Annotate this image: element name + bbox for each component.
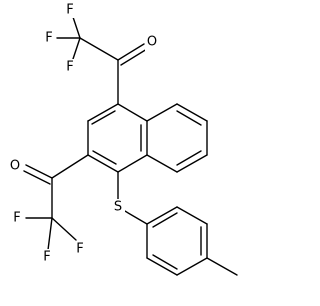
bond-cf3-f5 (47, 217, 53, 251)
bond-carbonyl-o-lower-b (23, 170, 51, 185)
atom-f3: F (64, 59, 78, 75)
atom-o1: O (145, 35, 160, 51)
atom-o2-label: O (10, 159, 20, 174)
bond-carbonyl-o-upper-a (117, 43, 145, 61)
bond-tolyl-c2-c3 (176, 206, 208, 225)
bond-ring-c3-c3-inner (91, 110, 116, 125)
bond-ring-carbonyl-lower (51, 154, 89, 179)
bond-cf3-f6 (51, 217, 77, 241)
bond-ring-c7-c8 (176, 154, 208, 173)
atom-f1: F (64, 2, 78, 18)
bonds (23, 13, 238, 276)
atom-f5-label: F (43, 250, 50, 265)
bond-ring-c8-c8a (146, 154, 178, 173)
bond-ring-c1-c8a (117, 154, 148, 173)
bond-tolyl-c1-c2-inner (152, 212, 178, 228)
atom-f5: F (40, 249, 54, 265)
bond-ring-c2-c1 (87, 154, 119, 173)
molecule-diagram: F F F O O F F F (8, 2, 238, 276)
bond-ring-c1-c1-inner (92, 150, 117, 165)
atom-o1-label: O (147, 35, 157, 50)
atom-f4: F (10, 210, 24, 226)
bond-tolyl-methyl (206, 257, 238, 276)
bond-ring-c5-c6 (176, 103, 208, 122)
bond-ring-c4a-c5 (146, 103, 178, 122)
atom-f2-label: F (45, 31, 52, 46)
bond-tolyl-c5-c6 (146, 257, 178, 276)
bond-tolyl-c5-c6-inner (152, 254, 178, 270)
bond-ring-c7-c8-inner (176, 150, 202, 166)
bond-tolyl-c1-c2 (146, 206, 178, 225)
atom-labels: F F F O O F F F (8, 2, 160, 265)
bond-carbonyl-o-upper-b (120, 48, 148, 66)
atom-f1-label: F (66, 3, 73, 18)
atom-o2: O (8, 158, 23, 174)
bond-ring-c5-c6-inner (176, 110, 202, 126)
atom-s1: S (111, 199, 125, 216)
atom-f4-label: F (13, 211, 20, 226)
bond-ring-c4a-c4 (117, 103, 148, 122)
bond-ring-c4-c3 (87, 103, 119, 122)
atom-f3-label: F (66, 60, 73, 75)
atom-f2: F (42, 30, 56, 46)
bond-tolyl-c4-c5 (176, 257, 208, 276)
atom-f6: F (73, 241, 87, 257)
atom-f6-label: F (76, 242, 83, 257)
bond-cf3-f3 (71, 37, 81, 63)
atom-s1-label: S (114, 200, 122, 215)
bond-cf3-carbonyl-upper (79, 37, 119, 61)
bond-carbonyl-o-lower-a (25, 164, 53, 179)
